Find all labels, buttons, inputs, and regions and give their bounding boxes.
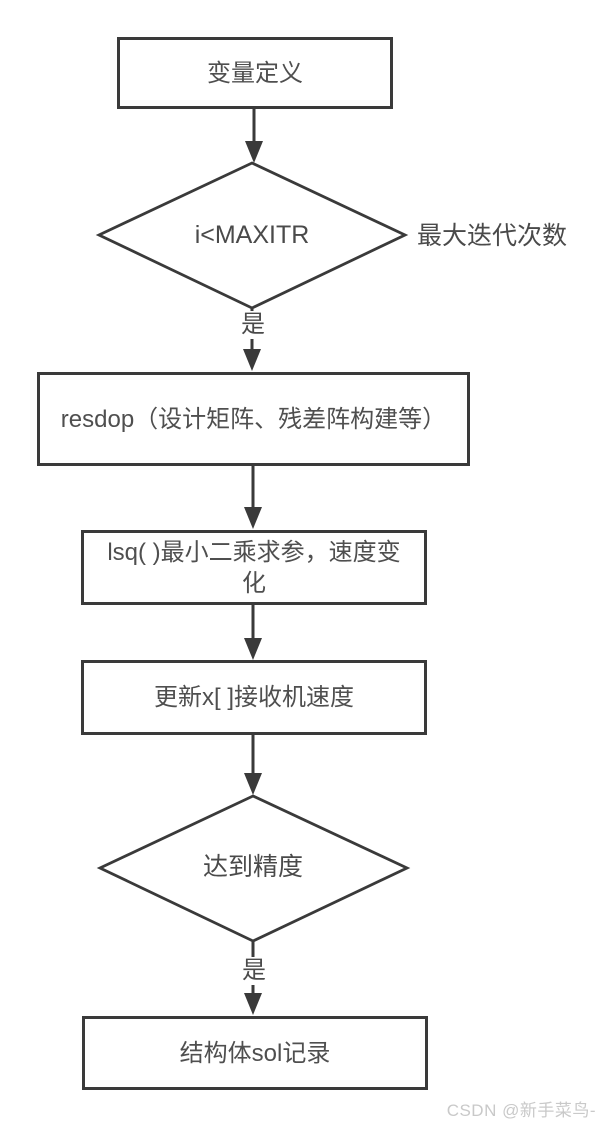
diamond-iter-check-label: i<MAXITR xyxy=(194,221,310,249)
node-variable-definition: 变量定义 xyxy=(117,37,393,109)
node-record-sol-label: 结构体sol记录 xyxy=(179,1039,331,1067)
node-update-x-label: 更新x[ ]接收机速度 xyxy=(153,684,354,711)
arrowhead-precision-to-record-icon xyxy=(244,993,262,1015)
arrowhead-update-to-precision-icon xyxy=(244,773,262,795)
max-iteration-note: 最大迭代次数 xyxy=(417,222,568,250)
edge-label-iter-yes: 是 xyxy=(239,311,267,339)
arrowhead-define-to-iter-icon xyxy=(245,141,263,163)
csdn-watermark: CSDN @新手菜鸟- xyxy=(446,1101,596,1120)
arrowhead-iter-to-resdop-icon xyxy=(243,349,261,371)
node-resdop: resdop（设计矩阵、残差阵构建等） xyxy=(37,372,470,466)
node-lsq: lsq( )最小二乘求参，速度变化 xyxy=(81,530,427,605)
node-update-x: 更新x[ ]接收机速度 xyxy=(81,660,427,735)
arrowhead-resdop-to-lsq-icon xyxy=(244,507,262,529)
node-lsq-label: lsq( )最小二乘求参，速度变化 xyxy=(107,538,401,597)
arrowhead-lsq-to-update-icon xyxy=(244,638,262,660)
node-variable-definition-label: 变量定义 xyxy=(207,59,303,87)
node-resdop-label: resdop（设计矩阵、残差阵构建等） xyxy=(60,405,447,433)
node-record-sol: 结构体sol记录 xyxy=(82,1016,428,1090)
edge-label-precision-yes: 是 xyxy=(240,957,268,985)
diamond-precision-check-label: 达到精度 xyxy=(202,853,303,881)
